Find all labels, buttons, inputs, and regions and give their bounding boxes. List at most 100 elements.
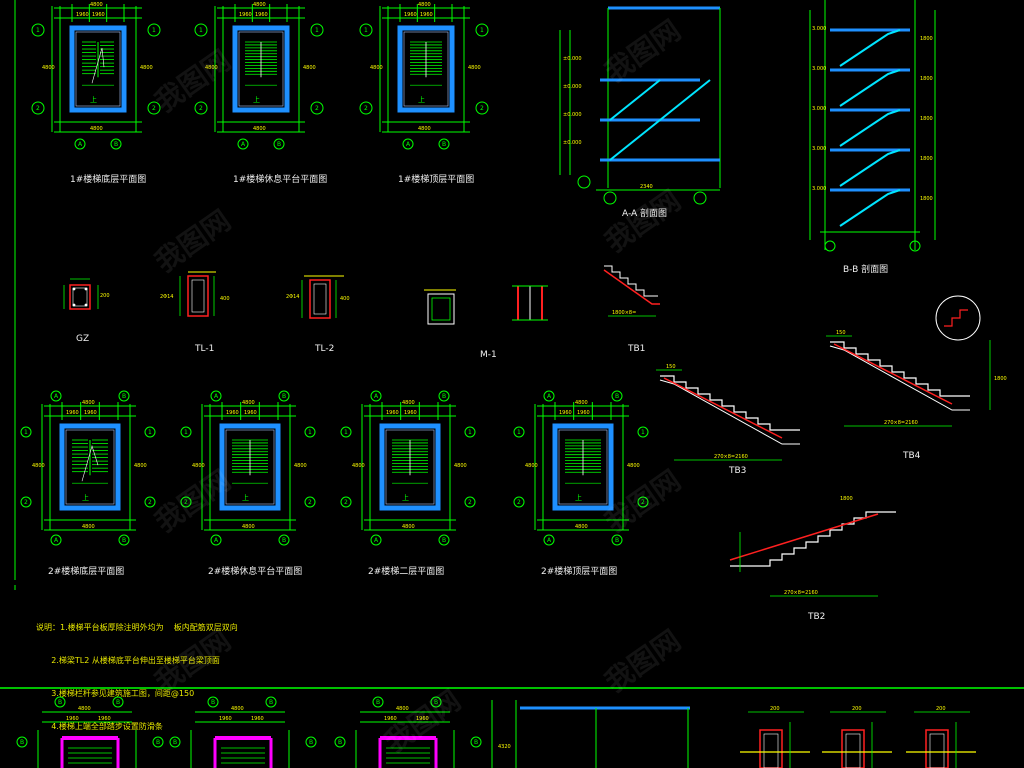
axis-label: B — [338, 739, 342, 746]
axis-bubble-right-2 — [475, 101, 489, 115]
dim-text: 200 — [100, 293, 110, 299]
dim-width-bottom: 4800 — [82, 524, 95, 530]
dim-text: 150 — [836, 330, 846, 336]
dim-height: 4800 — [134, 463, 147, 469]
detail-label-2: TL-2 — [315, 344, 335, 354]
note-line-2: 2.梯梁TL2 从楼梯底平台伸出至楼梯平台梁顶面 — [36, 656, 220, 665]
axis-bubble-left-1 — [513, 426, 525, 438]
direction-label: 上 — [575, 493, 582, 502]
axis-label: 2 — [344, 499, 348, 506]
axis-label: 1 — [148, 429, 152, 436]
stair-wall-inner — [403, 31, 449, 107]
dim-height: 4800 — [32, 463, 45, 469]
axis-bubble-top-left — [50, 390, 62, 402]
dim-height: 4800 — [370, 65, 383, 71]
column-detail-col-b: 200 — [822, 706, 892, 768]
slab-rebar — [663, 377, 783, 439]
axis-bubble-left-1 — [359, 23, 373, 37]
detail-label-1: TL-1 — [195, 344, 215, 354]
axis-label: A — [547, 393, 552, 400]
axis-label: B — [211, 699, 215, 706]
axis-bubble-right-1 — [475, 23, 489, 37]
axis-bubble-right-2 — [147, 101, 161, 115]
axis-label: A — [547, 537, 552, 544]
axis-label: A — [374, 537, 379, 544]
stair-wall — [69, 25, 127, 113]
slab-soffit — [659, 379, 800, 445]
opening-m1 — [424, 289, 456, 325]
slab-steps — [730, 511, 896, 567]
axis-label: 1 — [308, 429, 312, 436]
column-rebar — [72, 287, 88, 307]
axis-bubble — [152, 736, 164, 748]
level-text: ±0.000 — [563, 84, 582, 90]
axis-bubble-left-2 — [31, 101, 45, 115]
section-b-b: 3.00018003.00018003.00018003.00018003.00… — [809, 0, 936, 252]
dim-text: 1800 — [920, 36, 933, 42]
axis-bubble — [54, 696, 66, 708]
axis-bubble-bottom-left — [50, 534, 62, 546]
axis-bubble-right-1 — [144, 426, 156, 438]
dim-width-top: 4800 — [82, 400, 95, 406]
axis-label: 2 — [641, 499, 645, 506]
level-text: 3.000 — [812, 146, 826, 152]
dim-height: 4800 — [303, 65, 316, 71]
detail-label-7: TB2 — [808, 612, 826, 622]
axis-bubble-left-2 — [513, 496, 525, 508]
dim-text: 4800 — [231, 706, 244, 712]
section-views: ±0.000±0.000±0.000±0.00023403.00018003.0… — [559, 0, 936, 252]
plan-title-row2-3: 2#楼梯顶层平面图 — [541, 567, 618, 577]
column-section-0: 200 — [63, 278, 110, 310]
stair-wall-inner — [75, 31, 121, 107]
axis-bubble-left-1 — [31, 23, 45, 37]
break-line — [81, 444, 99, 482]
dim-width-top: 4800 — [90, 2, 103, 8]
axis-bubble-right-1 — [304, 426, 316, 438]
axis-bubble-right-2 — [637, 496, 649, 508]
axis-bubble-top-right — [118, 390, 130, 402]
axis-label: B — [309, 739, 313, 746]
dim-height: 4800 — [468, 65, 481, 71]
dim-height: 4800 — [205, 65, 218, 71]
dim-text: 1800 — [920, 116, 933, 122]
axis-bubble-top-right — [438, 390, 450, 402]
axis-label: A — [214, 393, 219, 400]
axis-label: 1 — [199, 27, 203, 34]
dim-width-bottom: 4800 — [402, 524, 415, 530]
stair-wall-inner — [65, 429, 115, 505]
dim-seg: 1960 — [239, 12, 252, 18]
detail-label-0: GZ — [76, 334, 90, 344]
direction-label: 上 — [82, 493, 89, 502]
level-text: 3.000 — [812, 26, 826, 32]
level-text: ±0.000 — [563, 56, 582, 62]
stair-wall — [59, 423, 121, 511]
axis-label: 1 — [344, 429, 348, 436]
dim-width-bottom: 4800 — [418, 126, 431, 132]
note-line-1: 说明：1.楼梯平台板厚除注明外均为 板内配筋双层双向 — [36, 623, 238, 632]
axis-bubble — [112, 696, 124, 708]
dim-seg: 1960 — [386, 410, 399, 416]
section-stair-flight — [659, 79, 711, 121]
dim-text: 1800×8= — [612, 310, 636, 316]
dim-text: 1960 — [251, 716, 264, 722]
dim-text: 1800 — [920, 156, 933, 162]
section-axis-bubble — [909, 240, 921, 252]
axis-label: 2 — [468, 499, 472, 506]
beam-outline — [187, 275, 209, 317]
dim-width-bottom: 4800 — [90, 126, 103, 132]
dim-text: 1800 — [840, 496, 853, 502]
column-rebar — [929, 733, 945, 768]
axis-bubble-right-1 — [310, 23, 324, 37]
column-rebar — [845, 733, 861, 768]
